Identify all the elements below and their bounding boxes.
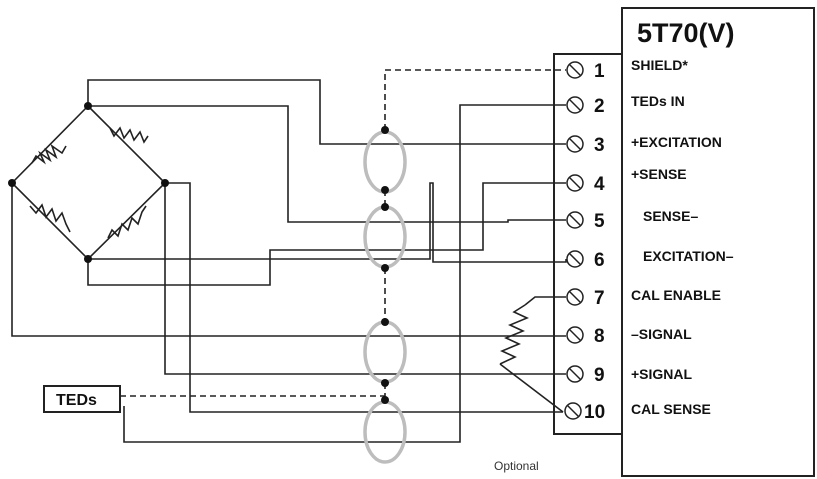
terminal-2: 2 TEDs IN	[566, 93, 685, 117]
terminal-label: SHIELD*	[631, 57, 688, 73]
teds-label: TEDs	[56, 392, 97, 409]
terminal-label: SENSE–	[643, 208, 698, 224]
terminal-number: 10	[584, 402, 605, 423]
terminal-label: TEDs IN	[631, 93, 685, 109]
terminal-label: CAL SENSE	[631, 401, 711, 417]
wire-junction-icon	[8, 102, 389, 404]
resistor-icon	[31, 143, 67, 165]
terminal-number: 4	[594, 174, 605, 195]
terminal-4: 4 +SENSE	[566, 166, 687, 195]
resistor-icon	[29, 203, 71, 233]
strain-gauge-bridge	[10, 105, 167, 261]
terminal-1: 1 SHIELD*	[566, 57, 688, 82]
terminal-number: 9	[594, 365, 605, 386]
terminal-5: 5 SENSE–	[566, 208, 698, 232]
terminal-label: +EXCITATION	[631, 134, 722, 150]
terminal-number: 2	[594, 96, 605, 117]
teds-module: TEDs	[43, 385, 121, 413]
terminal-number: 5	[594, 211, 605, 232]
terminal-label: +SIGNAL	[631, 366, 693, 382]
terminal-number: 6	[594, 250, 605, 271]
terminal-label: CAL ENABLE	[631, 287, 721, 303]
resistor-icon	[109, 126, 149, 144]
terminal-10: 10 CAL SENSE	[564, 401, 711, 423]
terminal-3: 3 +EXCITATION	[566, 134, 722, 156]
terminal-number: 1	[594, 61, 605, 82]
terminal-7: 7 CAL ENABLE	[566, 287, 721, 309]
resistor-icon	[499, 304, 529, 365]
wires	[11, 69, 567, 443]
device-title: 5T70(V)	[637, 18, 735, 48]
terminal-label: –SIGNAL	[631, 326, 692, 342]
terminal-8: 8 –SIGNAL	[566, 326, 692, 347]
terminal-9: 9 +SIGNAL	[566, 365, 693, 386]
terminal-number: 3	[594, 135, 605, 156]
terminal-strip	[553, 53, 623, 435]
optional-note: Optional	[494, 459, 539, 473]
terminal-number: 8	[594, 326, 605, 347]
resistor-icon	[107, 205, 147, 239]
device-enclosure	[621, 7, 815, 477]
terminal-number: 7	[594, 288, 605, 309]
terminal-6: 6 EXCITATION–	[566, 248, 734, 271]
terminal-label: +SENSE	[631, 166, 687, 182]
terminal-label: EXCITATION–	[643, 248, 734, 264]
